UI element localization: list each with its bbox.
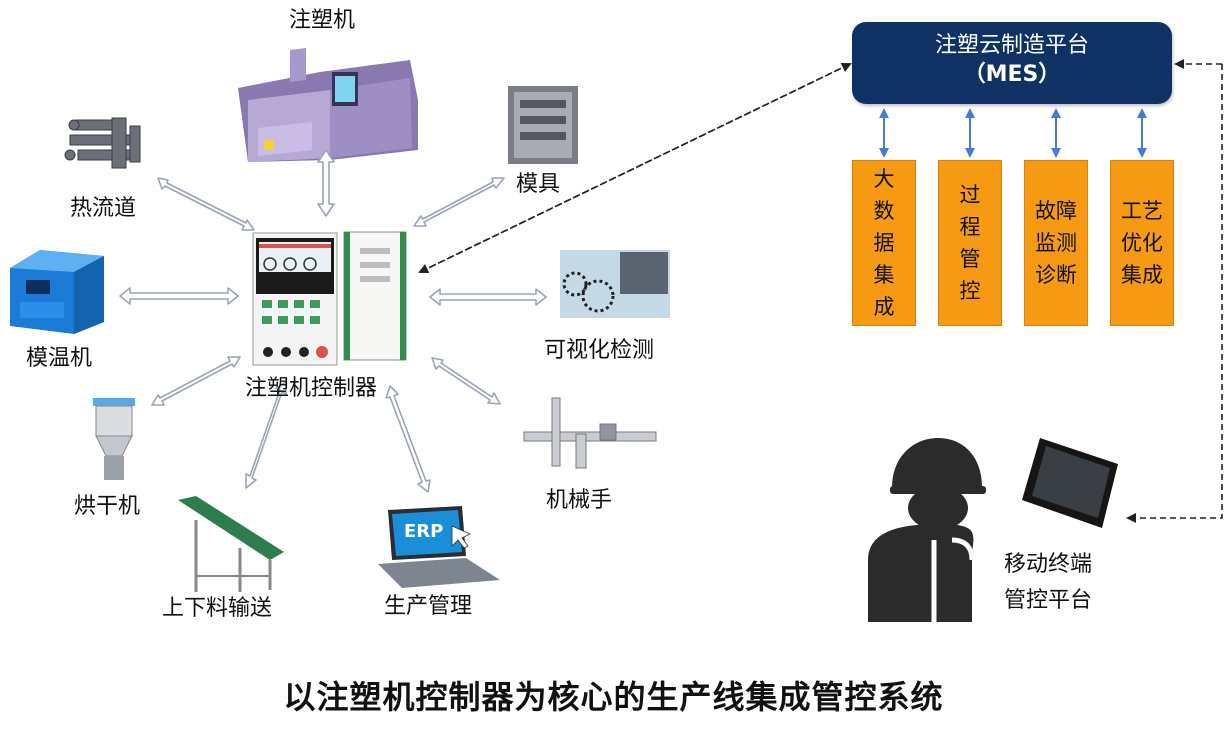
mes-platform-box: 注塑云制造平台 （MES） [852,22,1172,104]
module-big-data-text: 大 数 据 集 成 [873,167,895,319]
controller-module-icon [343,231,407,361]
worker-icon [868,438,986,622]
arrow-controller-conveyor [245,381,287,489]
arrow-controller-visual-inspection [429,288,547,306]
arrow-controller-hot-runner [157,177,255,231]
erp-badge: ERP [404,521,443,542]
label-mold-temp-machine: 模温机 [26,346,93,371]
label-hot-runner: 热流道 [70,196,137,221]
label-conveyor: 上下料输送 [162,596,273,621]
mold-icon [508,86,578,164]
arrow-controller-injection-machine [317,149,335,217]
mes-title: 注塑云制造平台 [934,33,1089,58]
label-mobile-line1: 移动终端 [1004,552,1093,577]
dryer-icon [93,398,135,480]
module-fault-diagnosis-text: 故障 监测 诊断 [1035,199,1077,287]
label-visual-inspection: 可视化检测 [544,338,655,363]
conveyor-icon [178,496,284,592]
arrow-controller-mold-temp [119,287,239,305]
module-process-optimization: 工艺 优化 集成 [1110,160,1174,326]
arrow-controller-dryer [151,356,241,406]
arrow-controller-production-mgmt [385,385,431,493]
module-process-control-text: 过 程 管 控 [959,183,981,303]
module-process-optimization-text: 工艺 优化 集成 [1121,199,1163,287]
mes-subtitle: （MES） [963,62,1061,87]
page-title: 以注塑机控制器为核心的生产线集成管控系统 [283,678,944,716]
label-injection-machine: 注塑机 [289,8,356,33]
erp-laptop-icon: ERP [378,506,500,588]
label-dryer: 烘干机 [74,494,141,519]
mes-module-arrows [879,108,1147,158]
label-production-mgmt: 生产管理 [384,594,473,619]
label-controller: 注塑机控制器 [245,376,378,401]
dashed-links [418,59,1223,523]
label-mobile-line2: 管控平台 [1004,588,1093,613]
injection-machine-icon [238,48,418,162]
visual-inspection-icon [560,250,670,318]
module-big-data: 大 数 据 集 成 [852,160,916,326]
module-process-control: 过 程 管 控 [938,160,1002,326]
controller-panel-icon [252,232,338,366]
dashed-link-mes-mobile [1126,64,1223,523]
label-mold: 模具 [516,172,561,197]
robot-arm-icon [523,397,657,469]
arrow-controller-robot-arm [431,357,501,405]
mobile-tablet-icon [1022,438,1118,528]
connector-arrows [119,149,547,493]
module-fault-diagnosis: 故障 监测 诊断 [1024,160,1088,326]
arrow-controller-mold [413,177,505,227]
label-robot-arm: 机械手 [546,488,613,513]
hot-runner-icon [64,117,141,169]
mold-temp-machine-icon [10,250,104,334]
